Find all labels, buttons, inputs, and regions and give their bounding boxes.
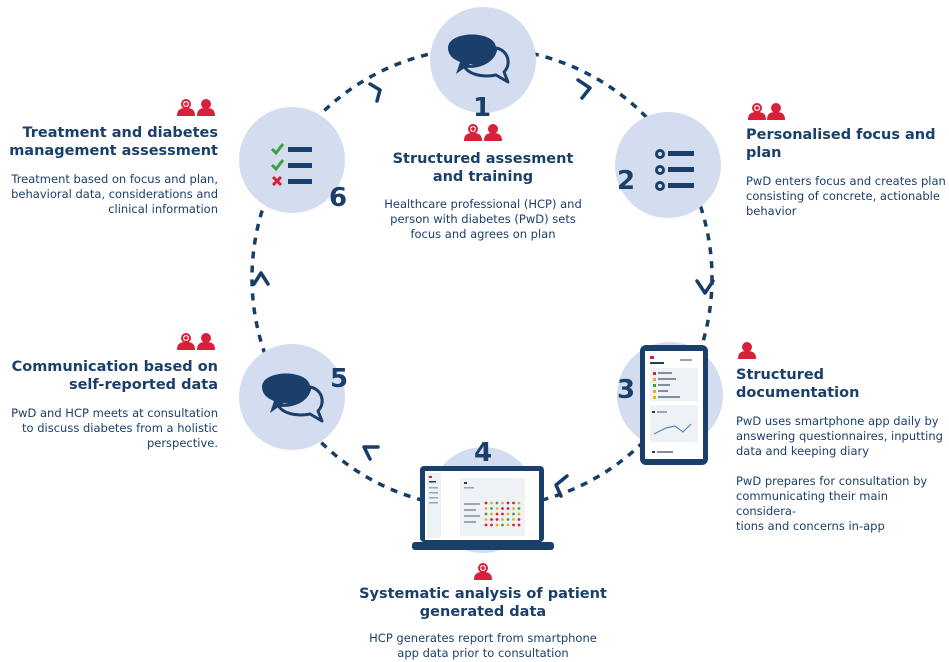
- report-dot: [490, 507, 493, 510]
- report-dot: [506, 501, 510, 505]
- report-dot: [495, 501, 499, 505]
- report-dot: [490, 523, 493, 527]
- report-dot: [501, 512, 504, 516]
- report-dot: [495, 518, 499, 521]
- report-dot: [490, 512, 493, 516]
- laptop-icon: [412, 466, 554, 550]
- report-dot: [512, 523, 515, 527]
- speech-bubbles-icon: [448, 34, 510, 84]
- step-4-title: Systematic analysis of patient generated…: [359, 586, 607, 620]
- report-dot: [495, 507, 499, 510]
- step-5-description: PwD and HCP meets at consultation to dis…: [11, 406, 218, 450]
- arrow-6-to-1: [368, 82, 382, 103]
- report-dot: [512, 507, 515, 510]
- role-pwd-icon: [484, 124, 502, 141]
- report-dot: [506, 512, 510, 516]
- step-2-number: 2: [617, 166, 636, 196]
- role-hcp-icon: [464, 124, 482, 141]
- step-6-title: Treatment and diabetes management assess…: [9, 125, 218, 159]
- report-dot: [495, 512, 499, 516]
- role-pwd-icon: [197, 333, 215, 350]
- role-pwd-icon: [738, 342, 756, 359]
- arrow-3-to-4: [554, 474, 569, 498]
- role-hcp-icon: [177, 99, 195, 116]
- report-dot: [512, 512, 515, 516]
- report-dot: [517, 518, 521, 521]
- report-dot: [495, 523, 499, 527]
- arrow-4-to-5: [362, 445, 380, 461]
- report-dot: [490, 501, 493, 505]
- report-dot: [484, 518, 488, 521]
- report-dot: [506, 507, 510, 510]
- report-dot: [501, 507, 504, 510]
- smartphone-icon: [640, 345, 708, 465]
- step-1-number: 1: [473, 93, 492, 123]
- step-6-number: 6: [329, 183, 348, 213]
- role-pwd-icon: [767, 103, 785, 120]
- report-dot: [484, 501, 488, 505]
- report-dot: [484, 512, 488, 516]
- step-5-number: 5: [330, 364, 349, 394]
- step-3-title: Structured documentation: [736, 367, 860, 401]
- report-dot: [517, 507, 521, 510]
- step-5-text: Communication based on self-reported dat…: [0, 358, 218, 451]
- report-dot: [517, 512, 521, 516]
- step-1-description: Healthcare professional (HCP) and person…: [384, 197, 582, 241]
- report-dot: [517, 501, 521, 505]
- step-4-description: HCP generates report from smartphone app…: [369, 631, 597, 660]
- step-3-number: 3: [617, 375, 636, 405]
- step-6-description: Treatment based on focus and plan, behav…: [11, 172, 218, 216]
- report-dot: [501, 501, 504, 505]
- step-6-text: Treatment and diabetes management assess…: [0, 124, 218, 217]
- step-3-description: PwD uses smartphone app daily by answeri…: [736, 414, 943, 533]
- speech-bubbles-icon: [262, 373, 324, 423]
- report-dot: [512, 518, 515, 521]
- step-1-text: Structured assesment and training Health…: [363, 150, 603, 242]
- role-hcp-icon: [748, 103, 766, 120]
- report-dot: [512, 501, 515, 505]
- report-dot: [501, 518, 504, 521]
- arrow-1-to-2: [576, 78, 592, 100]
- role-pwd-icon: [197, 99, 215, 116]
- step-2-description: PwD enters focus and creates plan consis…: [746, 174, 946, 218]
- step-4-text: Systematic analysis of patient generated…: [352, 585, 614, 661]
- report-dot: [506, 523, 510, 527]
- report-dot: [490, 518, 493, 521]
- step-2-text: Personalised focus and plan PwD enters f…: [746, 126, 946, 219]
- step-3-text: Structured documentation PwD uses smartp…: [736, 366, 946, 534]
- step-1-title: Structured assesment and training: [392, 151, 574, 185]
- role-hcp-icon: [177, 333, 195, 350]
- checks-list-icon: [270, 143, 312, 187]
- checklist-icon: [655, 149, 665, 191]
- step-6-circle: [239, 107, 345, 213]
- report-dot: [506, 518, 510, 521]
- step-5-title: Communication based on self-reported dat…: [11, 359, 218, 393]
- step-2-circle: [615, 112, 721, 218]
- step-4-number: 4: [474, 438, 493, 468]
- step-2-title: Personalised focus and plan: [746, 127, 936, 161]
- arrow-5-to-6: [252, 271, 270, 286]
- arrow-2-to-3: [695, 279, 715, 295]
- report-dot: [484, 523, 488, 527]
- report-dot: [484, 507, 488, 510]
- report-dot: [501, 523, 504, 527]
- report-dot: [517, 523, 521, 527]
- role-hcp-icon: [474, 563, 492, 580]
